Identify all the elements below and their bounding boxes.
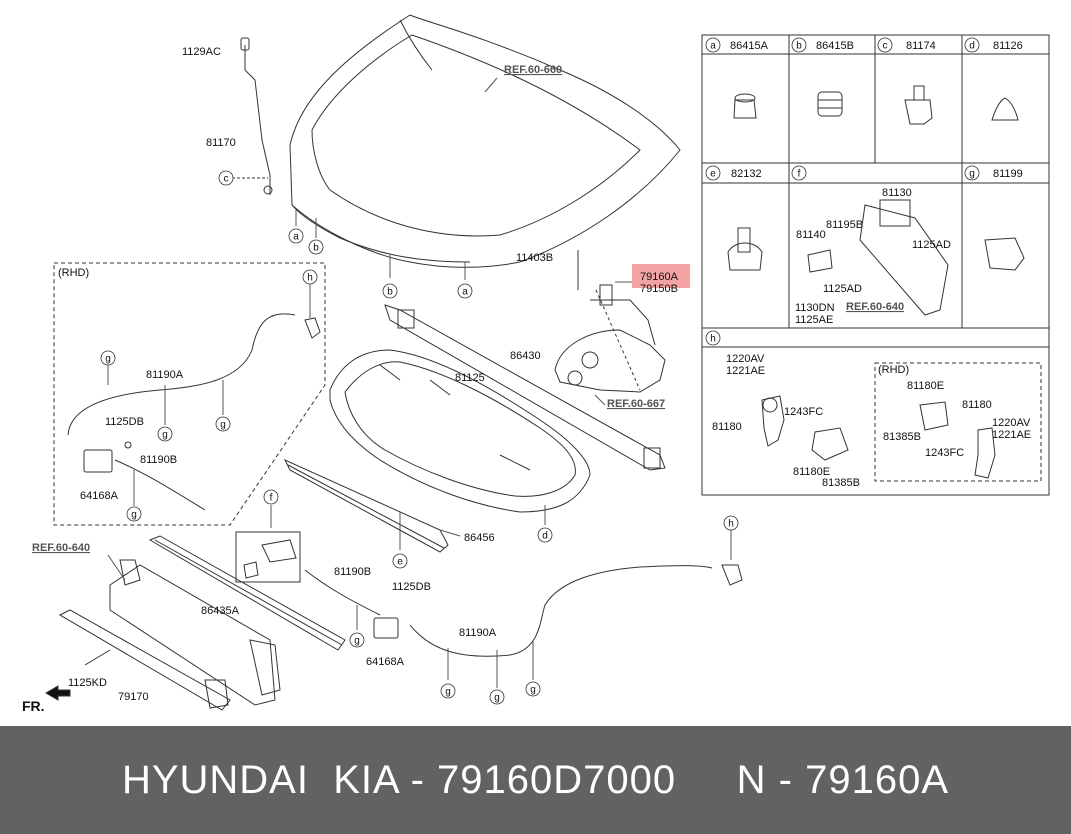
table-part-g: 81199	[993, 168, 1023, 180]
f-label-1125AD-right: 1125AD	[912, 239, 951, 251]
hood-stay-rod	[232, 37, 273, 195]
callout-e: e	[397, 557, 403, 568]
table-letter-c: c	[883, 41, 888, 52]
callout-g: g	[530, 685, 536, 696]
h-label-81385B: 81385B	[822, 477, 860, 489]
label-1125DB: 1125DB	[392, 581, 431, 593]
h-label-1243FC: 1243FC	[784, 406, 823, 418]
callout-g: g	[494, 693, 500, 704]
label-front: FR.	[22, 698, 45, 714]
highlight-79160A	[632, 264, 690, 288]
f-label-81140: 81140	[796, 229, 826, 241]
h-label-1221AE: 1221AE	[726, 365, 765, 377]
hood-strip-86430	[384, 304, 666, 471]
parts-diagram: c a b b a d e h g g g g f h g g g g a b …	[22, 14, 1050, 714]
h-label-1220AV: 1220AV	[726, 353, 765, 365]
f-detail-box	[235, 531, 301, 583]
front-cross-member	[58, 559, 281, 711]
h-rhd-81385B: 81385B	[883, 431, 921, 443]
label-79150B: 79150B	[640, 283, 678, 295]
rhd-box	[53, 262, 326, 526]
table-letter-h: h	[710, 334, 716, 345]
callout-g: g	[445, 687, 451, 698]
label-79160A: 79160A	[640, 271, 679, 283]
callout-b: b	[313, 243, 319, 254]
leader-lines	[107, 77, 732, 688]
table-letter-e: e	[710, 169, 716, 180]
label-1125KD: 1125KD	[68, 677, 107, 689]
table-letter-d: d	[969, 41, 975, 52]
label-64168A-rhd: 64168A	[80, 490, 119, 502]
callout-a: a	[293, 232, 299, 243]
table-letter-g: g	[969, 169, 975, 180]
label-86435A: 86435A	[201, 605, 240, 617]
label-81125: 81125	[455, 372, 485, 384]
callout-g: g	[354, 636, 360, 647]
h-label-81180E: 81180E	[793, 466, 830, 478]
f-label-1125AE: 1125AE	[795, 314, 833, 326]
h-label-81180: 81180	[712, 421, 742, 433]
label-1129AC: 1129AC	[182, 46, 221, 58]
label-79170: 79170	[118, 691, 149, 703]
hood-panel	[289, 14, 681, 268]
h-label-rhd: (RHD)	[878, 364, 909, 376]
label-81190A-rhd: 81190A	[146, 369, 184, 381]
label-81190B: 81190B	[334, 566, 371, 578]
h-rhd-1243FC: 1243FC	[925, 447, 964, 459]
label-64168A: 64168A	[366, 656, 405, 668]
h-rhd-1221AE: 1221AE	[992, 429, 1031, 441]
table-letter-b: b	[796, 41, 802, 52]
callout-g: g	[105, 354, 111, 365]
f-ref: REF.60-640	[846, 301, 904, 313]
label-81190A: 81190A	[459, 627, 497, 639]
label-86430: 86430	[510, 350, 541, 362]
part-number-banner: HYUNDAI KIA - 79160D7000 N - 79160A	[0, 726, 1071, 834]
hood-stay-86435A	[148, 535, 346, 651]
label-rhd: (RHD)	[58, 267, 89, 279]
table-part-e: 82132	[731, 168, 762, 180]
callout-f: f	[270, 493, 273, 504]
table-letter-f: f	[798, 169, 801, 180]
f-label-81130: 81130	[882, 187, 912, 199]
callout-a: a	[462, 287, 468, 298]
f-label-1130DN: 1130DN	[795, 302, 835, 314]
callout-d: d	[542, 531, 548, 542]
callout-h: h	[307, 273, 313, 284]
release-cable-81190A	[304, 564, 743, 657]
callout-g: g	[162, 430, 168, 441]
h-rhd-81180: 81180	[962, 399, 992, 411]
h-rhd-1220AV: 1220AV	[992, 417, 1031, 429]
label-11403B: 11403B	[516, 252, 553, 264]
callout-b: b	[387, 287, 393, 298]
table-part-d: 81126	[993, 40, 1023, 52]
table-part-c: 81174	[906, 40, 936, 52]
table-letter-a: a	[710, 41, 716, 52]
fr-arrow	[45, 685, 71, 701]
callout-g: g	[220, 420, 226, 431]
label-86456: 86456	[464, 532, 495, 544]
table-part-a: 86415A	[730, 40, 769, 52]
ref-latch-area: REF.60-667	[607, 398, 665, 410]
parts-table	[701, 34, 1050, 496]
f-label-81195B: 81195B	[826, 219, 863, 231]
table-part-b: 86415B	[816, 40, 854, 52]
label-81190B-rhd: 81190B	[140, 454, 177, 466]
hood-latch-assembly	[554, 250, 666, 393]
callout-c: c	[224, 174, 229, 185]
weather-strip-86456	[283, 458, 449, 553]
callout-g: g	[131, 510, 137, 521]
ref-front-left: REF.60-640	[32, 542, 90, 554]
hood-insulator	[329, 349, 591, 513]
callout-h: h	[728, 519, 734, 530]
h-rhd-81180E: 81180E	[907, 380, 944, 392]
f-label-1125AD: 1125AD	[823, 283, 862, 295]
label-81170: 81170	[206, 137, 236, 149]
ref-hood: REF.60-660	[504, 64, 562, 76]
label-1125DB-rhd: 1125DB	[105, 416, 144, 428]
